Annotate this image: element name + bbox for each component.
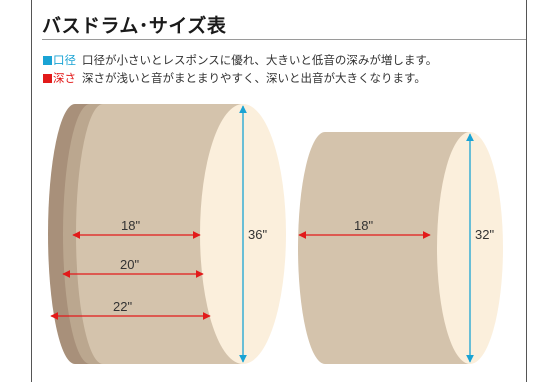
title-divider	[42, 39, 526, 40]
red-square-icon	[43, 74, 52, 83]
small-bass-drum	[298, 132, 503, 364]
legend-diameter: 口径口径が小さいとレスポンスに優れ、大きいと低音の深みが増します。	[43, 52, 437, 68]
depth-label-small-18: 18"	[354, 218, 373, 233]
diameter-label-32: 32"	[475, 227, 494, 242]
blue-square-icon	[43, 56, 52, 65]
depth-label-20: 20"	[120, 257, 139, 272]
frame-right-line	[526, 0, 527, 382]
legend-depth-key: 深さ	[53, 71, 76, 85]
depth-label-22: 22"	[113, 299, 132, 314]
frame-left-line	[31, 0, 32, 382]
shell-small	[298, 132, 470, 364]
diameter-label-36: 36"	[248, 227, 267, 242]
legend-diameter-key: 口径	[53, 53, 76, 67]
legend-diameter-text: 口径が小さいとレスポンスに優れ、大きいと低音の深みが増します。	[82, 53, 438, 67]
page-title: バスドラム･サイズ表	[42, 15, 227, 37]
depth-label-18: 18"	[121, 218, 140, 233]
legend-depth-text: 深さが浅いと音がまとまりやすく、深いと出音が大きくなります。	[82, 71, 426, 85]
legend-depth: 深さ深さが浅いと音がまとまりやすく、深いと出音が大きくなります。	[43, 70, 426, 86]
